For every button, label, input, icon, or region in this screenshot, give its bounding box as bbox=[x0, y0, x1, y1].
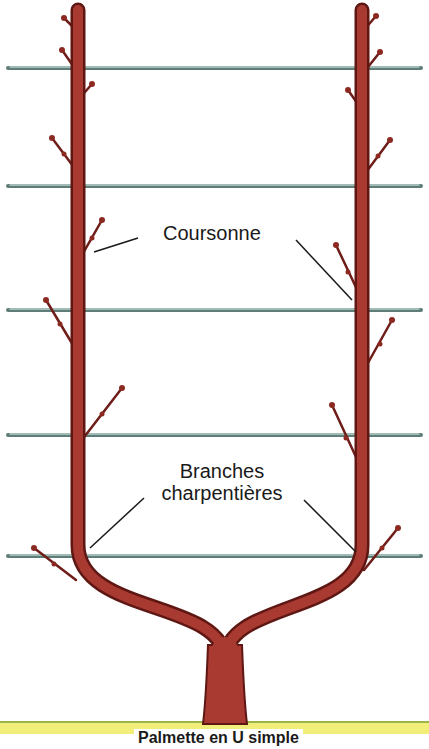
buds bbox=[31, 13, 401, 567]
figure-caption: Palmette en U simple bbox=[134, 729, 303, 747]
fruit-spurs bbox=[34, 16, 398, 580]
leader-lines bbox=[90, 238, 356, 552]
tree-framework bbox=[78, 10, 362, 724]
part-label: Branches charpentières bbox=[147, 460, 297, 504]
part-label: Coursonne bbox=[163, 222, 261, 244]
